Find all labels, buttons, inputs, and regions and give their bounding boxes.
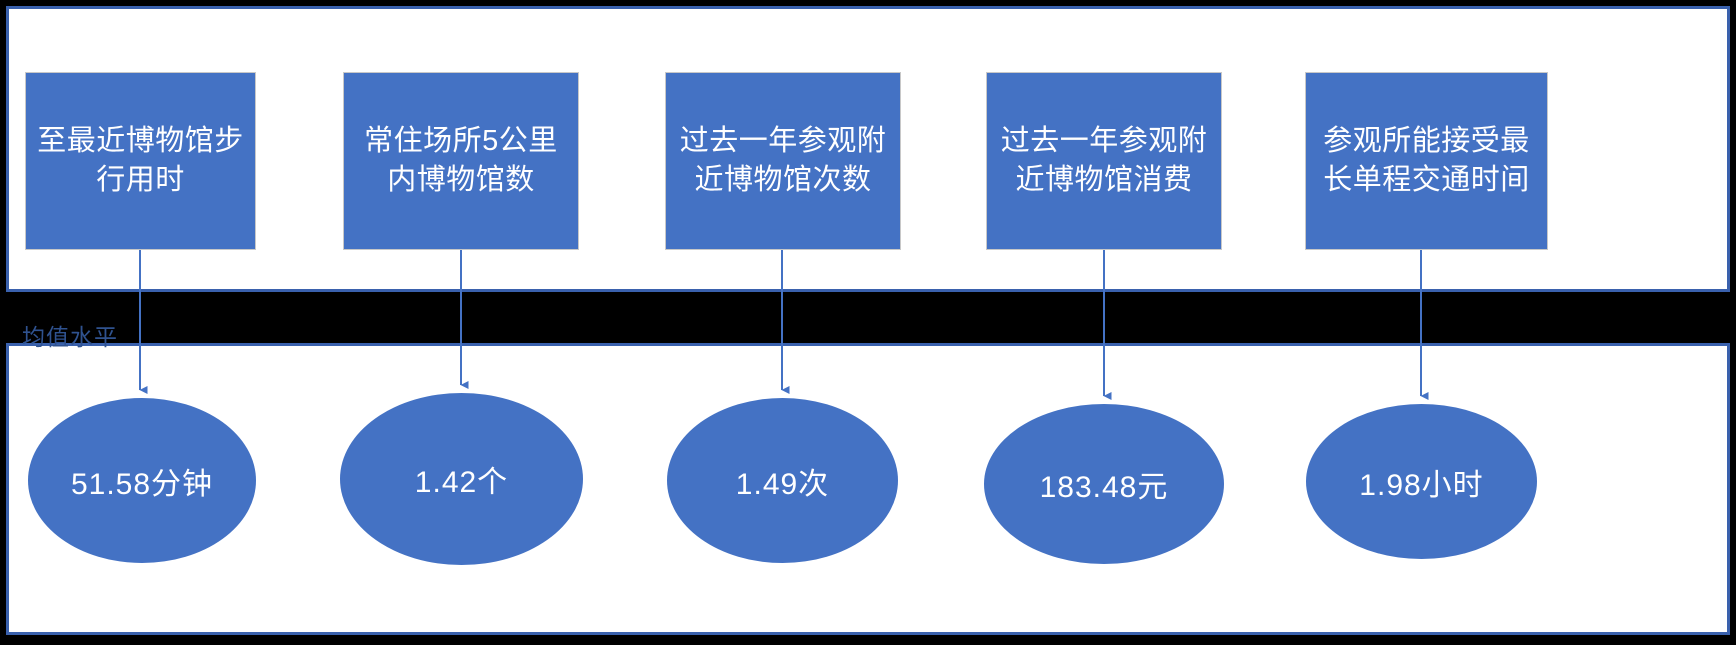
- value-ellipse-visits-past-year[interactable]: 1.49次: [667, 398, 898, 563]
- factor-box-max-acceptable-one-way-time[interactable]: 参观所能接受最长单程交通时间: [1305, 72, 1548, 250]
- factor-box-visits-past-year[interactable]: 过去一年参观附近博物馆次数: [665, 72, 901, 250]
- mean-level-label: 均值水平: [22, 324, 118, 350]
- value-text: 1.42个: [414, 466, 509, 499]
- factor-box-spending-past-year[interactable]: 过去一年参观附近博物馆消费: [986, 72, 1222, 250]
- value-text: 51.58分钟: [70, 467, 214, 501]
- factor-box-walk-time-to-nearest-museum[interactable]: 至最近博物馆步行用时: [25, 72, 256, 250]
- value-text: 1.98小时: [1359, 468, 1484, 502]
- value-ellipse-walk-time-to-nearest-museum[interactable]: 51.58分钟: [28, 398, 256, 563]
- factor-label: 过去一年参观附近博物馆次数: [679, 124, 887, 196]
- value-ellipse-museums-within-5km-of-residence[interactable]: 1.42个: [340, 393, 583, 565]
- value-ellipse-spending-past-year[interactable]: 183.48元: [984, 404, 1224, 564]
- value-text: 183.48元: [1039, 471, 1169, 504]
- value-ellipse-max-acceptable-one-way-time[interactable]: 1.98小时: [1306, 404, 1537, 559]
- factor-label: 至最近博物馆步行用时: [37, 124, 244, 196]
- factor-box-museums-within-5km-of-residence[interactable]: 常住场所5公里内博物馆数: [343, 72, 579, 250]
- factor-label: 参观所能接受最长单程交通时间: [1323, 124, 1530, 196]
- factor-label: 过去一年参观附近博物馆消费: [1000, 124, 1208, 196]
- factor-label: 常住场所5公里内博物馆数: [364, 124, 558, 196]
- value-text: 1.49次: [735, 467, 830, 501]
